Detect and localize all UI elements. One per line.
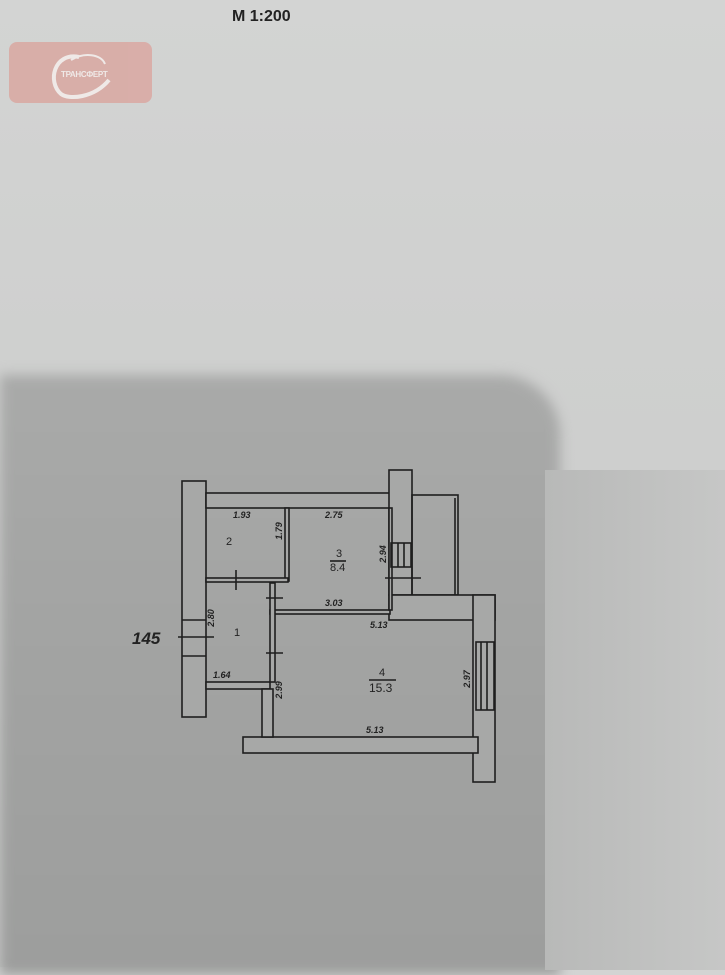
dim-r4-top: 5.13 [370, 620, 388, 630]
room-3-area: 8.4 [330, 562, 346, 574]
room-2-number: 2 [226, 536, 233, 548]
dim-r2-width: 1.93 [233, 510, 251, 520]
window-left [182, 619, 206, 657]
dim-r4-left: 2.99 [273, 681, 284, 699]
room-4-area: 15.3 [369, 681, 393, 695]
photo-shadow [0, 375, 560, 975]
dim-r2-height: 1.79 [273, 522, 284, 540]
company-logo: ТРАНСФЕРТ [9, 42, 152, 103]
dim-r1-width: 1.64 [213, 670, 231, 680]
photo-shadow-right [545, 470, 725, 970]
dim-r3-top: 2.75 [325, 510, 343, 520]
left-lower-wall [205, 681, 271, 690]
scale-label: М 1:200 [232, 8, 291, 25]
dim-r1-height: 2.80 [205, 609, 216, 627]
window-r3 [390, 542, 412, 568]
bottom-wall [242, 736, 479, 754]
logo-swoosh-icon [51, 54, 111, 99]
dim-r4-right: 2.97 [461, 670, 472, 688]
room-4-number: 4 [379, 667, 386, 679]
balcony [411, 494, 459, 596]
top-wall [205, 492, 391, 509]
door-marks [178, 570, 421, 654]
wall-r2-r3 [284, 507, 290, 582]
corridor-wall [261, 688, 274, 738]
dim-r3-bottom: 3.03 [325, 598, 343, 608]
wall-r2-r1 [205, 577, 289, 583]
room-3-number: 3 [336, 548, 343, 560]
wall-r3-r4 [269, 609, 391, 615]
window-right [475, 641, 495, 711]
left-wall [181, 480, 207, 718]
logo-text: ТРАНСФЕРТ [61, 70, 108, 79]
wall-r1-r4 [269, 582, 276, 683]
marker-label: 145 [132, 629, 161, 648]
dim-r3-height: 2.94 [377, 545, 388, 563]
dim-r4-bottom: 5.13 [366, 725, 384, 735]
room-1-number: 1 [234, 627, 241, 639]
